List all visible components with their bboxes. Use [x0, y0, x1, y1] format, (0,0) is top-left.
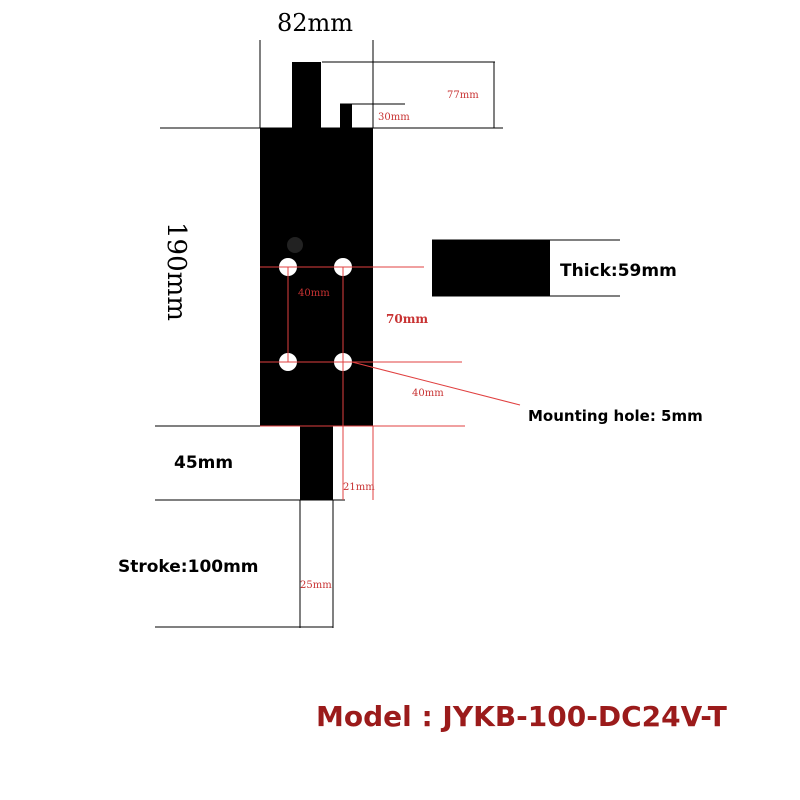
rod-width-label: 21mm	[343, 482, 375, 493]
bottom-rod	[300, 426, 333, 500]
rod-top-label: 77mm	[447, 90, 479, 101]
hole-spacing-horizontal-label: 40mm	[298, 288, 330, 299]
actuator-body-group	[260, 62, 550, 500]
stroke-label: Stroke:100mm	[118, 557, 259, 577]
mounting-hole-label: Mounting hole: 5mm	[528, 407, 703, 425]
hole-spacing-vertical-label: 70mm	[386, 312, 428, 326]
top-rod	[292, 62, 321, 130]
thick-label: Thick:59mm	[560, 261, 677, 281]
rod-length-label: 45mm	[174, 453, 233, 473]
width-top-label: 82mm	[277, 9, 353, 37]
model-label: Model : JYKB-100-DC24V-T	[316, 700, 727, 733]
main-body	[260, 128, 373, 426]
dimension-lines	[155, 40, 620, 628]
mounting-hole-leader	[351, 361, 521, 406]
small-pin	[340, 104, 352, 130]
hole-spacing-horizontal-lower-label: 40mm	[412, 388, 444, 399]
red-guide-lines	[260, 266, 521, 500]
stroke-width-label: 25mm	[300, 580, 332, 591]
body-height-label: 190mm	[161, 222, 191, 321]
small-pin-label: 30mm	[378, 112, 410, 123]
upper-dim-dot	[287, 237, 303, 253]
thickness-block	[432, 240, 550, 296]
